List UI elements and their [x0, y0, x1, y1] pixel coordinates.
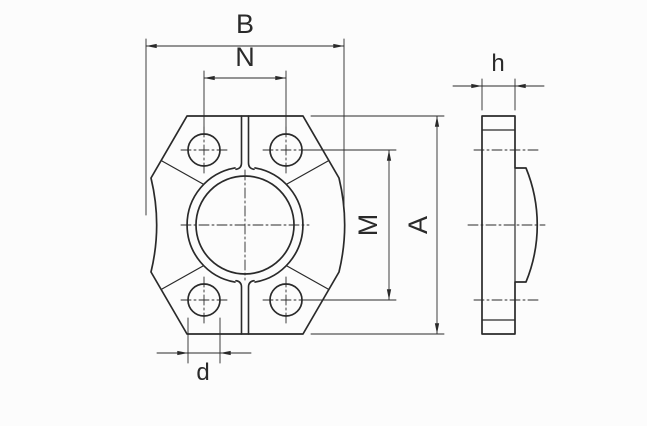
- dim-N-extension-lines: [203, 70, 287, 135]
- dim-B-extension-lines: [145, 38, 345, 216]
- label-overall-width: B: [236, 9, 254, 39]
- web-edge-lines: [161, 160, 329, 290]
- label-overall-height: A: [403, 216, 433, 234]
- drawing-root: B N M A d h: [145, 9, 546, 386]
- dim-h: [452, 78, 545, 111]
- dim-B: [145, 38, 345, 216]
- bolt-center-cross-bottom-left: [180, 276, 228, 324]
- bolt-center-cross-top-right: [262, 126, 310, 174]
- clamp-outline: [150, 115, 346, 335]
- dim-d: [156, 317, 252, 364]
- dim-A: [310, 115, 445, 335]
- dim-h-extension-lines: [481, 78, 516, 111]
- label-bolt-hole-spacing: N: [235, 42, 255, 72]
- side-center-lines: [467, 149, 546, 301]
- bolt-center-cross-top-left: [180, 126, 228, 174]
- bolt-center-cross-bottom-right: [262, 276, 310, 324]
- side-outline: [481, 115, 539, 335]
- dim-M-extension-lines: [308, 149, 397, 301]
- label-bolt-pattern-height: M: [353, 214, 383, 237]
- side-bolt-center-lines: [473, 149, 541, 301]
- label-thickness: h: [491, 50, 504, 77]
- dim-M: [308, 149, 397, 301]
- dimension-labels: B N M A d h: [196, 9, 504, 386]
- label-bolt-hole-diameter: d: [196, 359, 209, 386]
- split-slot-bottom: [235, 279, 255, 335]
- bore-center-cross: [180, 169, 310, 281]
- dim-d-extension-lines: [187, 317, 221, 364]
- side-face-lines: [481, 129, 516, 321]
- dimensions: [145, 38, 545, 364]
- dim-A-extension-lines: [310, 115, 445, 335]
- split-slot-top: [235, 115, 255, 171]
- front-view: [150, 115, 346, 335]
- dim-N: [203, 70, 287, 135]
- front-center-lines: [180, 126, 310, 324]
- side-view: [467, 115, 546, 335]
